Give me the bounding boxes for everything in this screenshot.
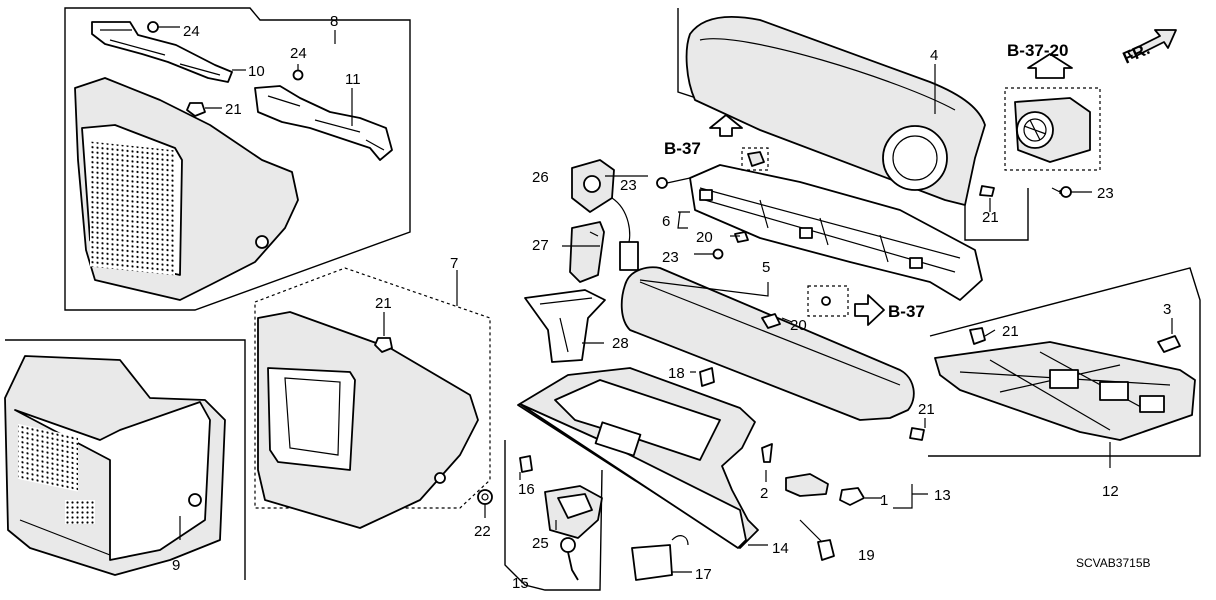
leader-6 [677, 211, 690, 229]
callout-15: 15 [512, 575, 529, 592]
callout-21c: 21 [982, 209, 999, 226]
group-box-4 [677, 8, 1029, 241]
callout-16: 16 [518, 481, 535, 498]
clip-16 [519, 455, 533, 473]
arrow-left-b37 [709, 114, 743, 137]
screw-23b [712, 248, 724, 260]
bracket-6 [689, 164, 983, 301]
lock-26 [571, 159, 639, 271]
ref-b3720: B-37-20 [1007, 41, 1068, 60]
callout-20b: 20 [790, 317, 807, 334]
fr-arrow-icon [1127, 29, 1177, 59]
arrow-up-b3720 [1027, 53, 1073, 79]
ref-b37-lower: B-37 [888, 302, 925, 321]
callout-24a: 24 [183, 23, 200, 40]
cover-27 [569, 221, 605, 283]
cover-5 [620, 266, 915, 421]
callout-7: 7 [450, 255, 458, 272]
group-box-15 [504, 440, 603, 591]
diagram-code: SCVAB3715B [1076, 556, 1151, 570]
vent-box [1004, 87, 1101, 171]
glove-box-14 [517, 367, 759, 549]
callout-24b: 24 [290, 45, 307, 62]
screw-24a [147, 21, 180, 33]
clip-21a [186, 102, 222, 117]
callout-6: 6 [662, 213, 670, 230]
callout-3: 3 [1163, 301, 1171, 318]
callout-10: 10 [248, 63, 265, 80]
clip-21c [979, 185, 995, 197]
callout-22: 22 [474, 523, 491, 540]
leader-13 [865, 484, 928, 509]
screw-23a [656, 177, 691, 189]
callout-21a: 21 [225, 101, 242, 118]
upper-panel-4 [685, 16, 986, 206]
callout-11: 11 [345, 71, 361, 88]
b37-upper-box [741, 147, 769, 171]
damper-1 [839, 487, 865, 506]
side-panel-7 [257, 311, 479, 529]
ref-b37-upper: B-37 [664, 139, 701, 158]
arrow-right-b37 [854, 294, 885, 326]
callout-23b: 23 [662, 249, 679, 266]
callout-5: 5 [762, 259, 770, 276]
callout-18: 18 [668, 365, 685, 382]
clip-20b [761, 313, 781, 329]
b37-lower-box [807, 285, 849, 317]
callout-21e: 21 [1002, 323, 1019, 340]
callout-28: 28 [612, 335, 629, 352]
callout-23a: 23 [620, 177, 637, 194]
callout-20a: 20 [696, 229, 713, 246]
callout-26: 26 [532, 169, 549, 186]
group-box-12 [928, 267, 1201, 457]
callout-19: 19 [858, 547, 875, 564]
group-box-8 [64, 7, 411, 311]
clip-21e [969, 327, 986, 345]
callout-23c: 23 [1097, 185, 1114, 202]
bracket-11 [254, 85, 393, 161]
callout-2: 2 [760, 485, 768, 502]
screw-23c [1051, 186, 1092, 198]
screw-18 [699, 367, 715, 387]
callout-1: 1 [880, 492, 888, 509]
callout-21d: 21 [918, 401, 935, 418]
callout-8: 8 [330, 13, 338, 30]
callout-25: 25 [532, 535, 549, 552]
pad-3 [1157, 318, 1181, 353]
callout-4: 4 [930, 47, 938, 64]
screw-19 [799, 519, 835, 561]
clip-21b [374, 312, 393, 353]
pin-2 [761, 443, 773, 463]
callout-14: 14 [772, 540, 789, 557]
callout-12: 12 [1102, 483, 1119, 500]
label-17 [631, 535, 689, 581]
holder-28 [524, 289, 606, 363]
clip-20a [734, 231, 749, 243]
lower-cover-8 [74, 77, 299, 301]
leader-lines [179, 30, 1111, 573]
callout-27: 27 [532, 237, 549, 254]
callout-9: 9 [172, 557, 180, 574]
nut-22 [477, 489, 493, 505]
latch-13 [785, 473, 829, 497]
screw-24b [292, 64, 304, 81]
group-box-7 [254, 267, 491, 509]
clip-21d [909, 427, 925, 441]
group-box-9 [5, 339, 246, 580]
latch-assembly-25 [544, 485, 603, 581]
side-cover-9 [4, 355, 226, 576]
callout-13: 13 [934, 487, 951, 504]
callout-17: 17 [695, 566, 712, 583]
callout-21b: 21 [375, 295, 392, 312]
bracket-10 [91, 21, 233, 83]
tray-12 [934, 341, 1196, 441]
